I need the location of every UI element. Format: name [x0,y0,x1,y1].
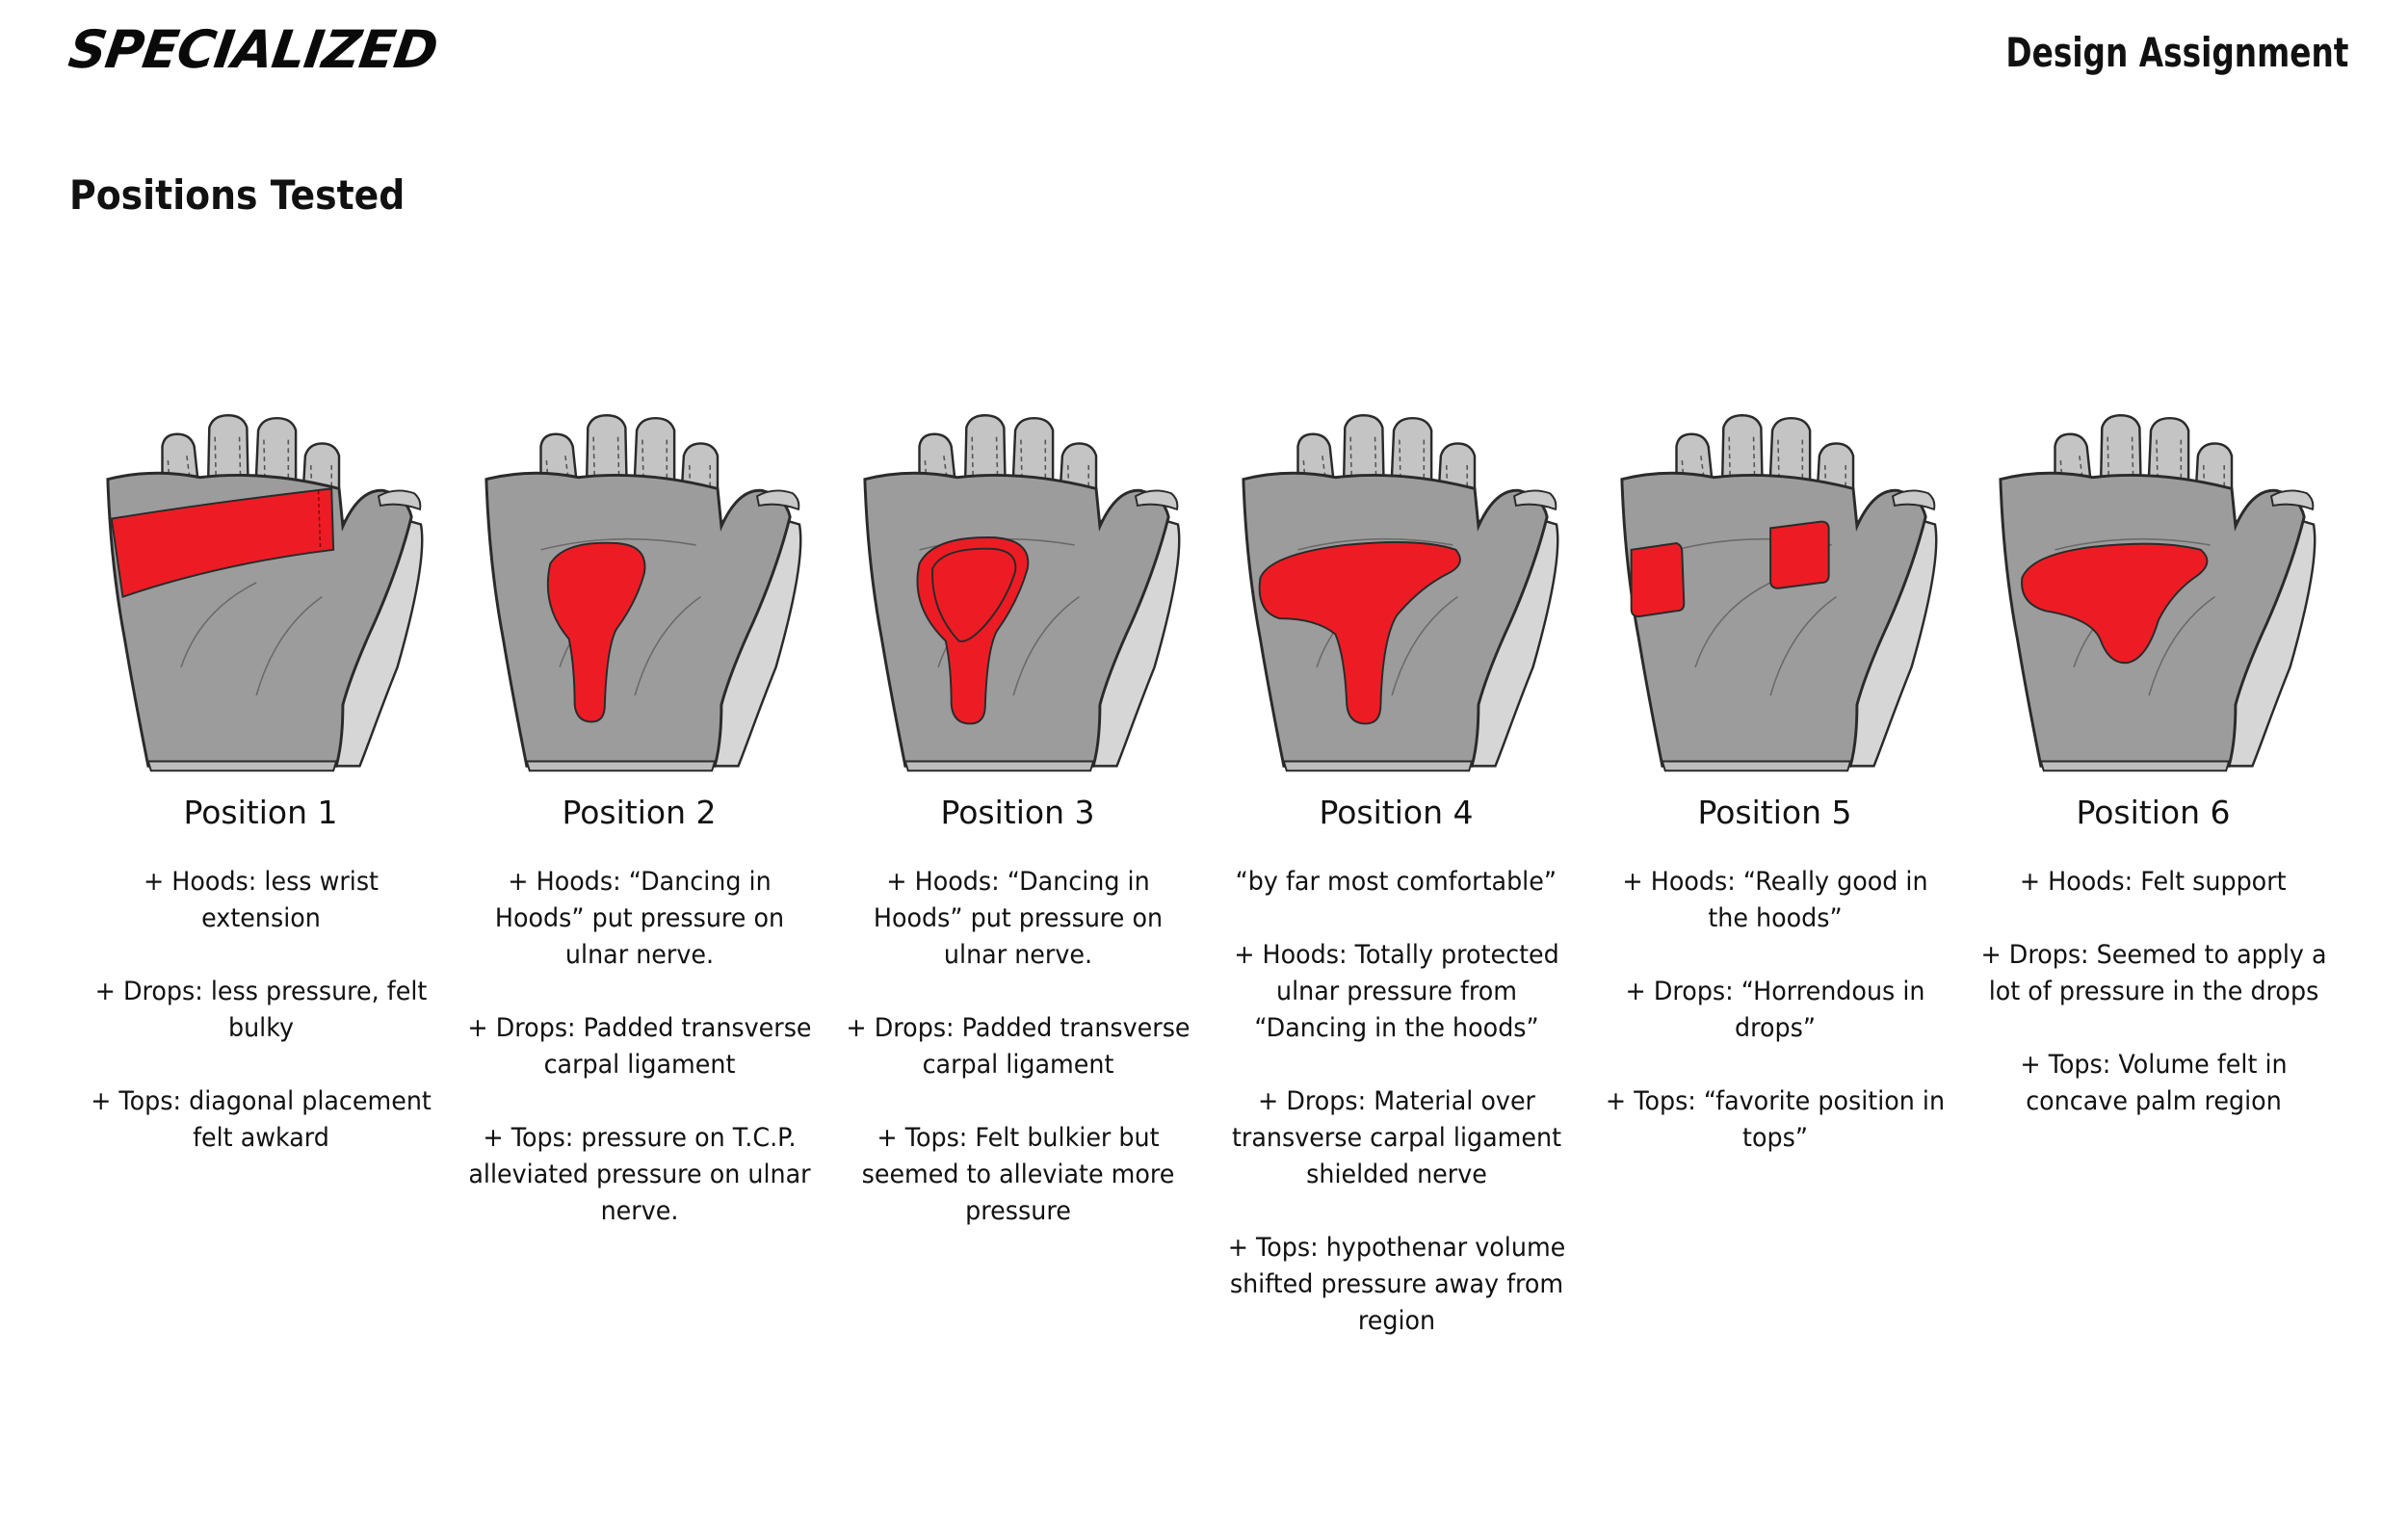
position-notes: + Hoods: “Dancing in Hoods” put pressure… [830,864,1206,1266]
position-notes: “by far most comfortable” + Hoods: Total… [1209,864,1584,1376]
note-drops: + Drops: less pressure, felt bulky [94,977,427,1043]
document-label: Design Assignment [2004,29,2348,76]
note-drops: + Drops: Padded transverse carpal ligame… [845,1013,1191,1080]
position-title: Position 6 [2076,794,2231,831]
position-card: Position 1 + Hoods: less wrist extension… [71,385,450,1406]
position-title: Position 4 [1319,794,1474,831]
note-hoods: + Hoods: less wrist extension [143,867,379,933]
pad-highlight [2020,542,2208,665]
note-hoods: + Hoods: Felt support [2020,867,2287,897]
note-tops: + Tops: pressure on T.C.P. alleviated pr… [467,1123,811,1226]
note-tops: + Tops: “favorite position in tops” [1605,1086,1945,1153]
note-tops: + Tops: diagonal placement felt awkard [90,1086,432,1153]
position-card: Position 6 + Hoods: Felt support + Drops… [1964,385,2343,1406]
note-hoods: + Hoods: “Dancing in Hoods” put pressure… [873,867,1163,970]
position-card: Position 4 “by far most comfortable” + H… [1207,385,1585,1406]
position-notes: + Hoods: Felt support + Drops: Seemed to… [1966,864,2342,1157]
note-quote: “by far most comfortable” [1235,867,1557,897]
section-title: Positions Tested [69,171,406,219]
note-drops: + Drops: Material over transverse carpal… [1231,1086,1561,1189]
position-notes: + Hoods: less wrist extension + Drops: l… [73,864,449,1193]
glove-illustration [862,413,1181,772]
note-hoods: + Hoods: “Dancing in Hoods” put pressure… [494,867,784,970]
note-hoods: + Hoods: Totally protected ulnar pressur… [1233,940,1559,1043]
position-notes: + Hoods: “Dancing in Hoods” put pressure… [452,864,827,1266]
specialized-logo: SPECIALIZED [65,19,441,80]
note-hoods: + Hoods: “Really good in the hoods” [1621,867,1928,933]
pad-highlight [1630,542,1685,618]
position-card: Position 3 + Hoods: “Dancing in Hoods” p… [828,385,1207,1406]
position-title: Position 3 [940,794,1095,831]
position-title: Position 2 [562,794,717,831]
note-tops: + Tops: Volume felt in concave palm regi… [2019,1050,2288,1116]
position-card: Position 5 + Hoods: “Really good in the … [1585,385,1964,1406]
position-notes: + Hoods: “Really good in the hoods” + Dr… [1587,864,1963,1193]
note-drops: + Drops: “Horrendous in drops” [1625,977,1924,1043]
glove-illustration [1619,413,1938,772]
glove-illustration [1241,413,1559,772]
glove-illustration [105,413,424,772]
note-tops: + Tops: Felt bulkier but seemed to allev… [861,1123,1174,1226]
pad-highlight [1258,541,1461,725]
note-tops: + Tops: hypothenar volume shifted pressu… [1227,1233,1565,1336]
positions-row: Position 1 + Hoods: less wrist extension… [71,385,2344,1406]
pad-highlight [915,536,1029,725]
position-title: Position 5 [1697,794,1852,831]
glove-illustration [1998,413,2316,772]
note-drops: + Drops: Seemed to apply a lot of pressu… [1979,940,2327,1006]
pad-highlight [110,487,334,598]
note-drops: + Drops: Padded transverse carpal ligame… [466,1013,812,1080]
glove-illustration [484,413,802,772]
position-card: Position 2 + Hoods: “Dancing in Hoods” p… [450,385,828,1406]
pad-highlight [546,541,645,723]
position-title: Position 1 [183,794,338,831]
pad-highlight [1768,520,1830,589]
